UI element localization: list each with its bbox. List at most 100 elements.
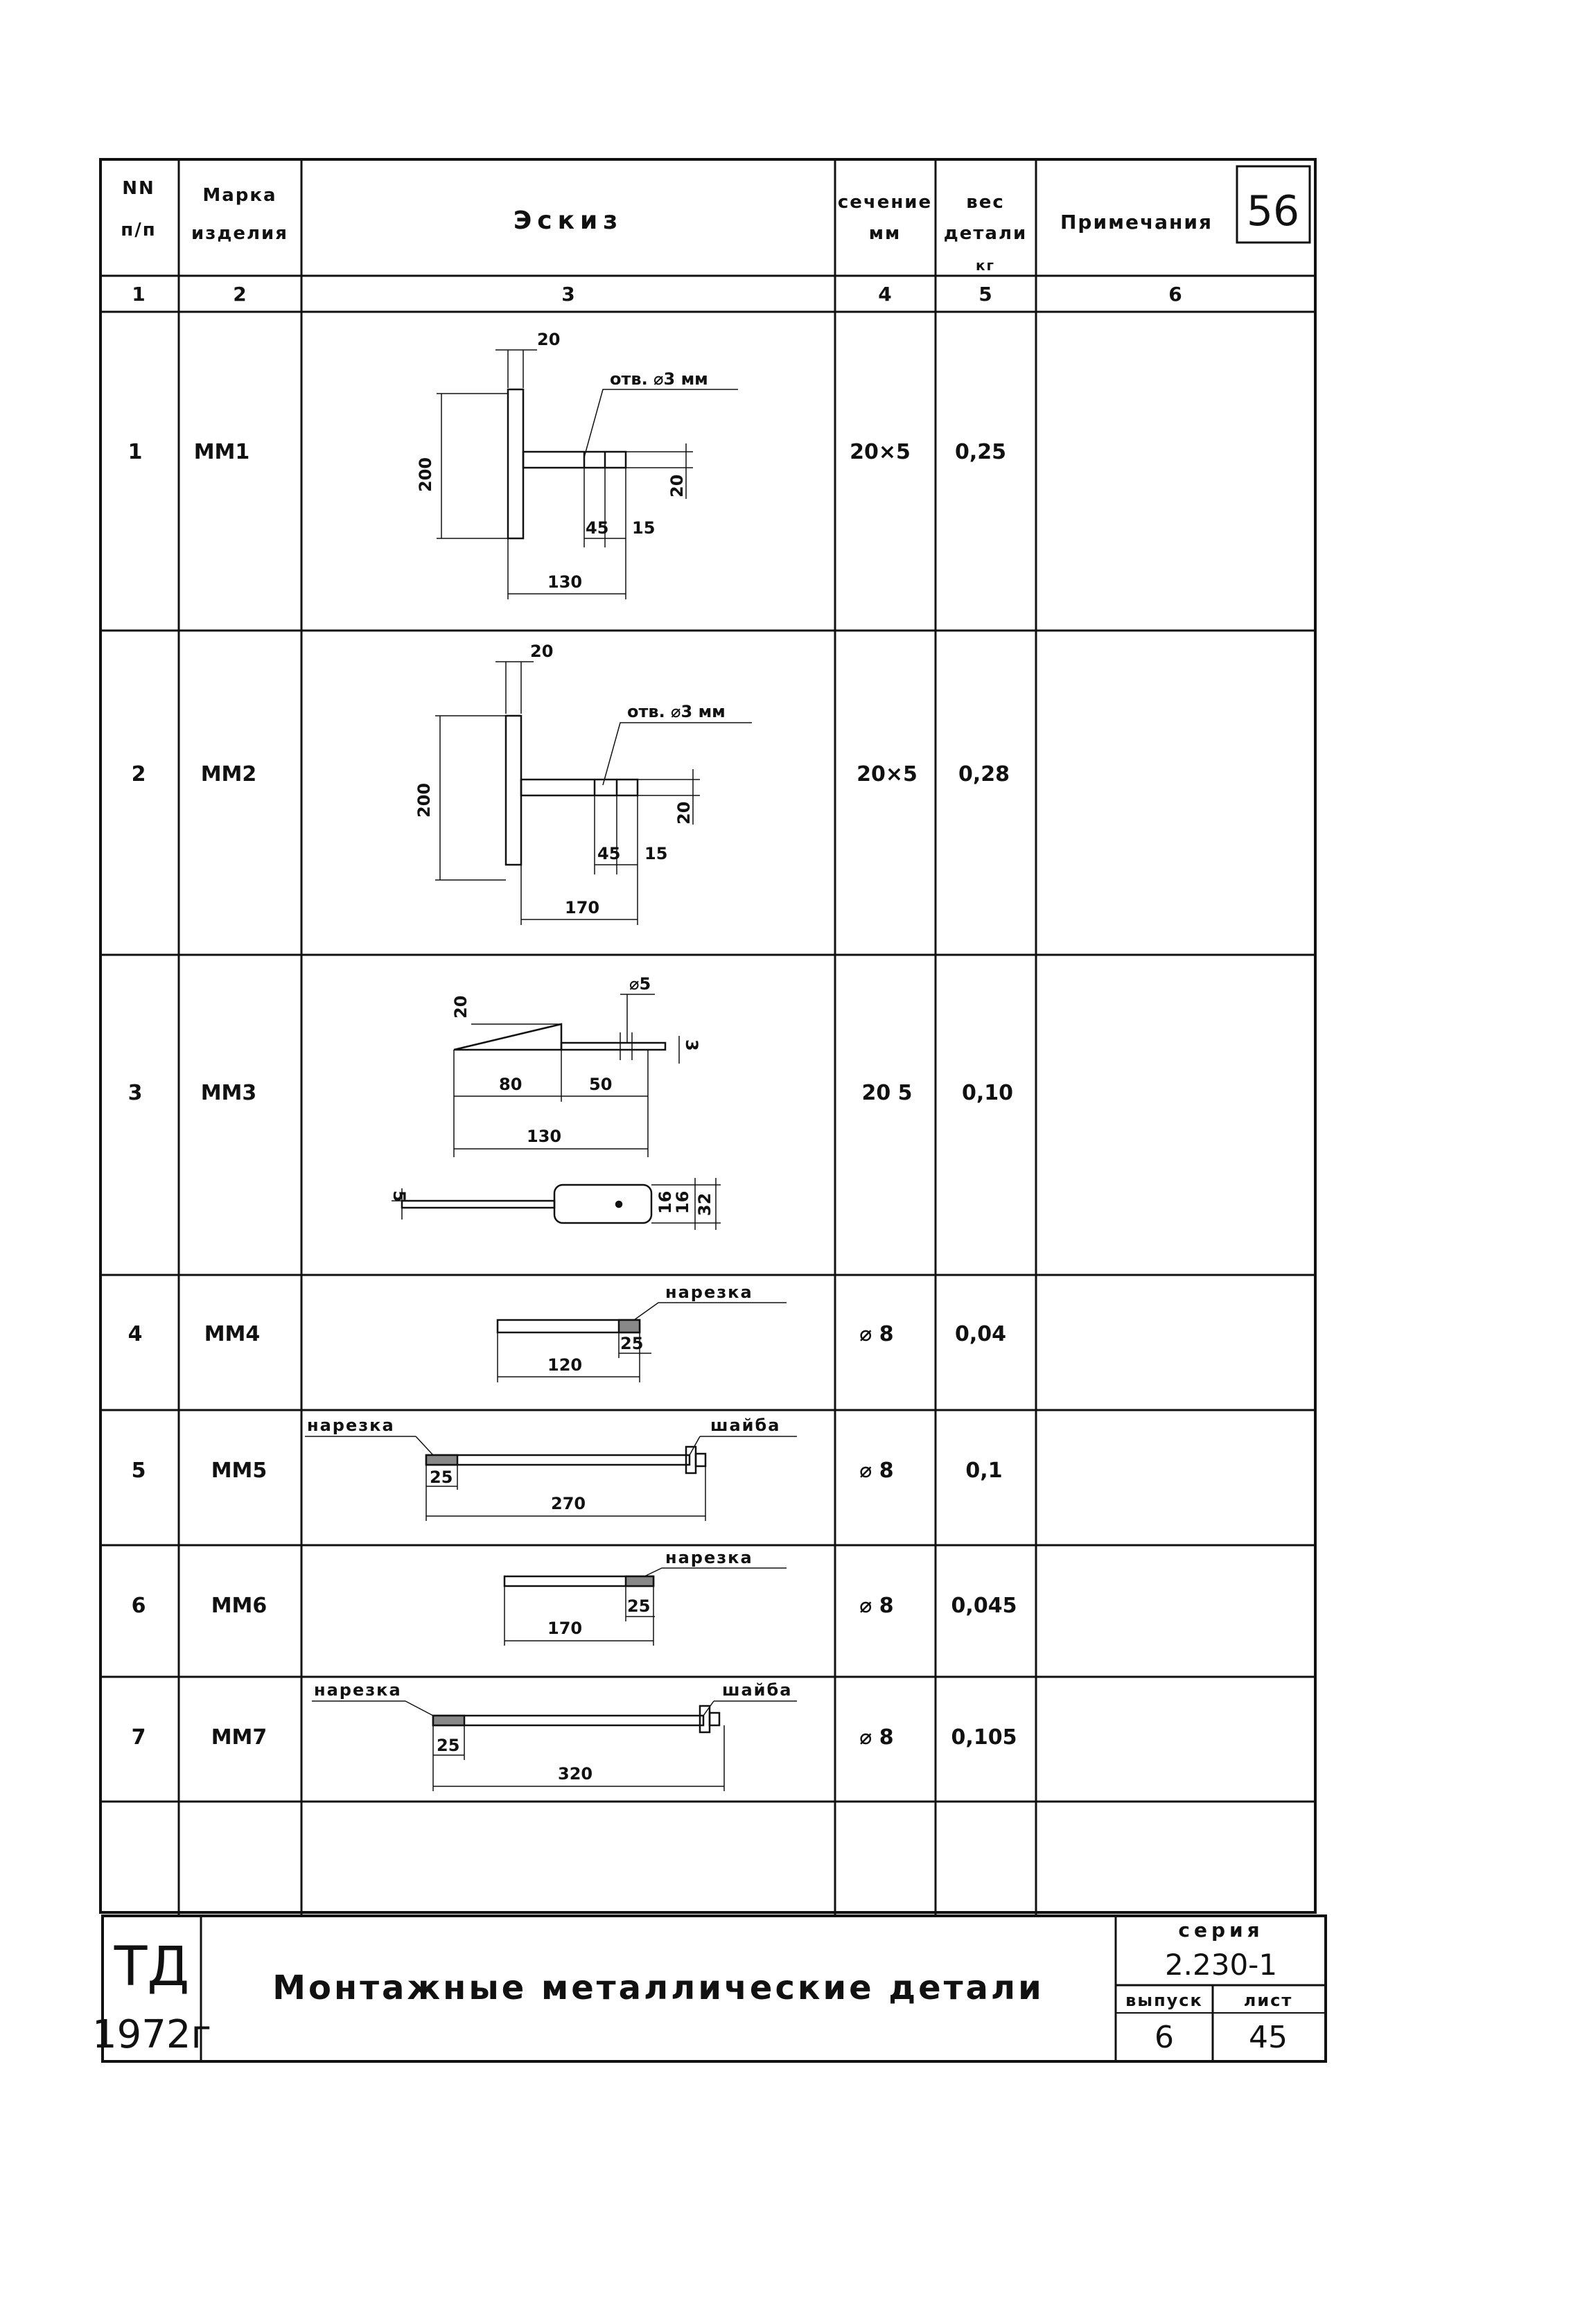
row-section: 20 5: [861, 1081, 912, 1105]
dim-label: 130: [527, 1127, 561, 1146]
dim-label: 25: [430, 1468, 453, 1487]
series-value: 2.230-1: [1165, 1948, 1277, 1982]
row-number: 7: [132, 1725, 146, 1750]
sheet-value: 45: [1249, 2020, 1288, 2055]
table-frame: [99, 158, 1317, 1916]
dim-label: 15: [632, 518, 655, 538]
row-weight: 0,25: [955, 440, 1006, 464]
row-number: 3: [128, 1081, 143, 1105]
dim-label: 16: [656, 1191, 675, 1214]
header-col4-line1: сечение: [838, 192, 932, 213]
dim-label: 20: [530, 642, 553, 661]
row-mark: ММ1: [194, 440, 250, 464]
issue-value: 6: [1155, 2020, 1174, 2055]
dim-label: 120: [547, 1355, 582, 1375]
dim-label: 320: [558, 1764, 592, 1784]
sketch-mm1-labels: 20 отв. ⌀3 мм 200 45 15 20 130: [416, 330, 708, 592]
row-section: 20×5: [857, 762, 918, 786]
sketch-mm6-labels: нарезка 170 25: [547, 1548, 752, 1638]
title-block-text: ТД 1972г Монтажные металлические детали …: [92, 1919, 1293, 2057]
sketch-mm2-labels: 20 отв. ⌀3 мм 200 45 15 20 170: [414, 642, 726, 917]
row-mark: ММ4: [204, 1322, 261, 1346]
series-label: серия: [1178, 1919, 1263, 1942]
thread-label: нарезка: [307, 1416, 395, 1435]
row-section: ⌀ 8: [859, 1459, 893, 1483]
row-section: ⌀ 8: [859, 1322, 893, 1346]
dim-label: 20: [674, 802, 694, 825]
dim-label: 16: [673, 1191, 692, 1214]
dim-label: 5: [389, 1190, 409, 1202]
header-col2-line2: изделия: [191, 223, 288, 244]
row-weight: 0,045: [951, 1594, 1017, 1618]
sketch-mm7-labels: нарезка шайба 25 320: [314, 1680, 792, 1784]
row-weight: 0,1: [965, 1459, 1002, 1483]
table-row: 5 ММ5 ⌀ 8 0,1: [132, 1459, 1003, 1483]
row-number: 6: [132, 1594, 146, 1618]
washer-label: шайба: [722, 1680, 792, 1700]
row-section: 20×5: [850, 440, 911, 464]
hole-label: отв. ⌀3 мм: [610, 369, 708, 389]
row-mark: ММ5: [211, 1459, 267, 1483]
table-row: 7 ММ7 ⌀ 8 0,105: [132, 1725, 1017, 1750]
dim-label: 130: [547, 572, 582, 592]
row-section: ⌀ 8: [859, 1594, 893, 1618]
sketch-mm4: [496, 1302, 787, 1382]
thread-label: нарезка: [314, 1680, 402, 1700]
sheet-label: лист: [1244, 1991, 1293, 2010]
dim-label: 25: [627, 1596, 650, 1616]
dim-label: 25: [620, 1334, 643, 1353]
row-number: 1: [128, 440, 143, 464]
thread-label: нарезка: [665, 1283, 753, 1302]
dim-label: 45: [586, 518, 608, 538]
drawing-title: Монтажные металлические детали: [272, 1969, 1044, 2007]
washer-label: шайба: [710, 1416, 780, 1435]
sketch-mm6: [503, 1567, 787, 1646]
row-mark: ММ7: [211, 1725, 267, 1750]
dim-label: 32: [695, 1193, 714, 1216]
dim-label: 20: [537, 330, 560, 349]
sketch-mm4-labels: нарезка 120 25: [547, 1283, 753, 1375]
table-row: 3 ММ3 20 5 0,10: [128, 1081, 1013, 1105]
colnum-3: 3: [561, 283, 574, 306]
column-numbers: 1 2 3 4 5 6: [132, 283, 1182, 306]
header-col5-line3: кг: [976, 257, 995, 274]
dim-label: 170: [565, 898, 599, 917]
colnum-4: 4: [878, 283, 891, 306]
header-col3: Эскиз: [514, 206, 623, 235]
table-rows: 1 ММ1 20×5 0,25 2 ММ2 20×5 0,28 3 ММ3 20…: [128, 440, 1017, 1750]
row-mark: ММ3: [201, 1081, 257, 1105]
row-number: 4: [128, 1322, 143, 1346]
page-number: 56: [1247, 187, 1299, 236]
dim-label: ⌀5: [629, 974, 651, 994]
dim-label: 170: [547, 1619, 582, 1638]
year: 1972г: [92, 2012, 211, 2057]
hole-label: отв. ⌀3 мм: [627, 702, 726, 721]
header-col5-line1: вес: [966, 192, 1005, 213]
sketch-mm3: [392, 994, 721, 1230]
logo: ТД: [114, 1936, 190, 1998]
title-block: [101, 1914, 1327, 2063]
table-header: NN п/п Марка изделия Эскиз сечение мм ве…: [121, 178, 1299, 274]
dim-label: 200: [414, 783, 434, 818]
sketch-mm5: [305, 1436, 797, 1521]
dim-label: 80: [499, 1075, 522, 1094]
colnum-6: 6: [1168, 283, 1182, 306]
row-number: 5: [132, 1459, 146, 1483]
sketch-mm3-labels: 20 ⌀5 3 80 50 130 5 16 16 32: [389, 974, 714, 1216]
colnum-2: 2: [233, 283, 246, 306]
table-row: 2 ММ2 20×5 0,28: [132, 762, 1010, 786]
sketch-mm5-labels: нарезка шайба 25 270: [307, 1416, 780, 1513]
dim-label: 270: [551, 1494, 586, 1513]
colnum-5: 5: [978, 283, 992, 306]
row-mark: ММ6: [211, 1594, 267, 1618]
dim-label: 45: [597, 844, 620, 863]
table-row: 6 ММ6 ⌀ 8 0,045: [132, 1594, 1017, 1618]
header-col6: Примечания: [1060, 211, 1213, 234]
sketch-mm1: [437, 349, 738, 599]
table-row: 4 ММ4 ⌀ 8 0,04: [128, 1322, 1006, 1346]
header-col1-line2: п/п: [121, 220, 156, 240]
dim-label: 15: [644, 844, 667, 863]
row-weight: 0,04: [955, 1322, 1006, 1346]
